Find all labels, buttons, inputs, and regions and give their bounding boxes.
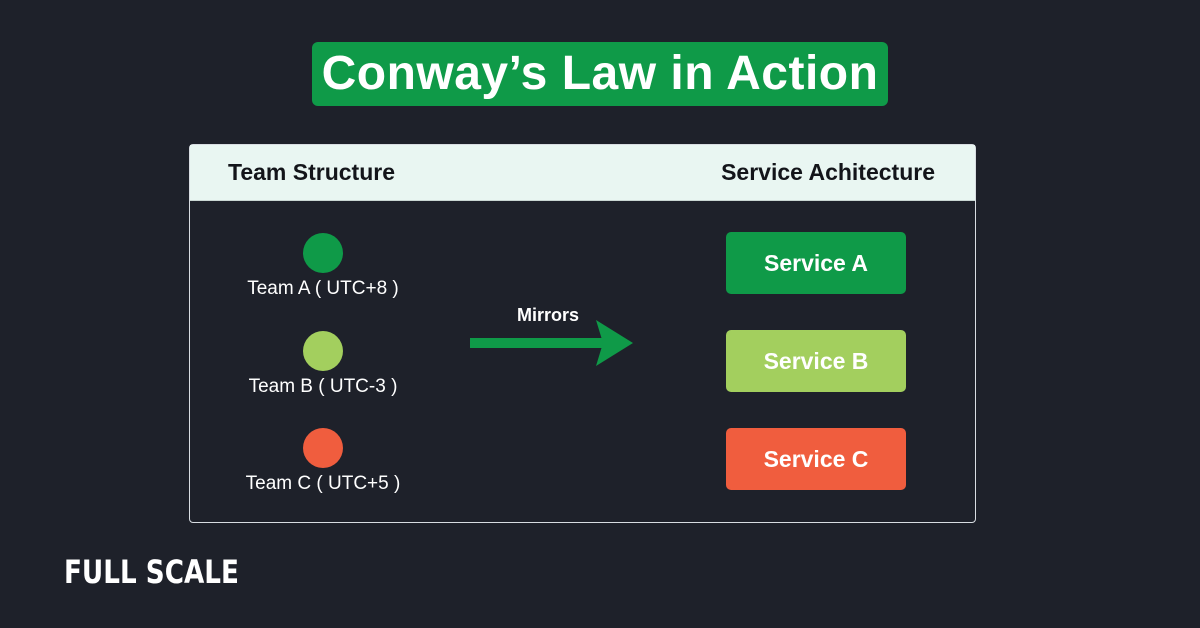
service-b-box: Service B [726, 330, 906, 392]
diagram-panel: Team Structure Service Achitecture [189, 144, 976, 523]
service-a-box: Service A [726, 232, 906, 294]
team-c: Team C ( UTC+5 ) [223, 428, 423, 495]
arrow-shaft [470, 338, 606, 348]
team-b: Team B ( UTC-3 ) [223, 331, 423, 398]
team-b-label: Team B ( UTC-3 ) [248, 376, 398, 397]
team-a-dot [303, 233, 343, 273]
team-c-dot [303, 428, 343, 468]
arrow-right-icon [470, 320, 633, 366]
team-c-label: Team C ( UTC+5 ) [245, 473, 401, 494]
title-wrapper: Conway’s Law in Action [0, 42, 1200, 106]
service-architecture-heading: Service Achitecture [721, 159, 935, 185]
mirrors-label: Mirrors [517, 305, 580, 325]
page-title: Conway’s Law in Action [311, 42, 889, 106]
arrow-head [596, 320, 633, 366]
full-scale-logo: FULL SCALE [64, 553, 239, 591]
team-a-label: Team A ( UTC+8 ) [247, 278, 399, 299]
panel-header: Team Structure Service Achitecture [190, 145, 975, 201]
team-b-dot [303, 331, 343, 371]
team-a: Team A ( UTC+8 ) [223, 233, 423, 300]
team-structure-heading: Team Structure [228, 159, 396, 185]
service-c-box: Service C [726, 428, 906, 490]
